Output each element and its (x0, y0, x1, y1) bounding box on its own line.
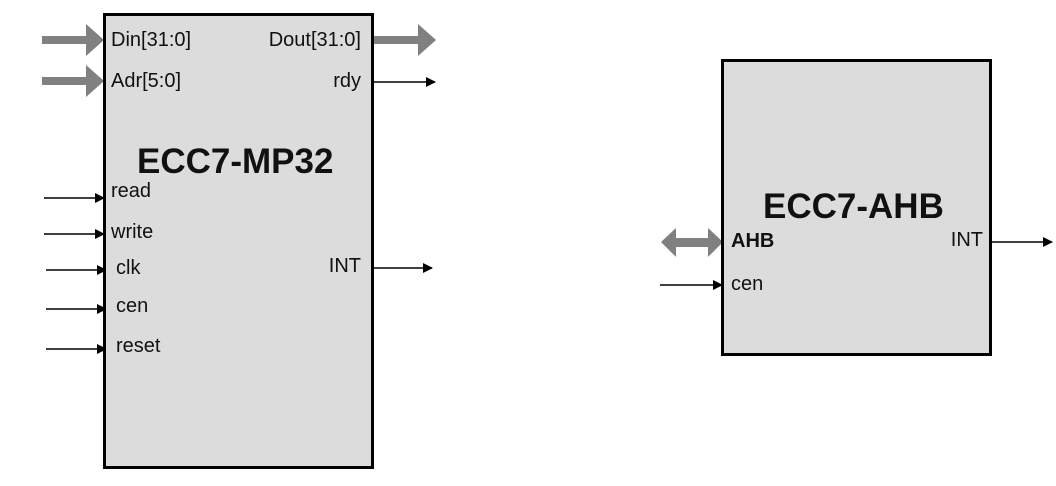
port-int-1: INT (328, 255, 361, 277)
block-title-1: ECC7-MP32 (137, 142, 334, 181)
block-title-2: ECC7-AHB (763, 187, 944, 226)
bus-arrow-dout (374, 24, 436, 56)
port-rdy: rdy (333, 70, 361, 92)
port-int-2: INT (950, 229, 983, 251)
port-read: read (111, 180, 152, 202)
bus-arrow-din (42, 24, 104, 56)
block-ecc7-mp32 (103, 13, 374, 469)
port-din: Din[31:0] (111, 29, 192, 51)
bus-arrow-adr (42, 65, 104, 97)
port-cen-2: cen (731, 273, 764, 295)
block-ecc7-ahb (721, 59, 992, 356)
port-cen: cen (116, 295, 149, 317)
port-dout: Dout[31:0] (268, 29, 361, 51)
bidir-bus-arrow-ahb (661, 228, 723, 257)
port-reset: reset (116, 335, 161, 357)
port-adr: Adr[5:0] (111, 70, 182, 92)
port-write: write (111, 221, 154, 243)
port-ahb: AHB (731, 230, 775, 252)
port-clk: clk (116, 257, 141, 279)
